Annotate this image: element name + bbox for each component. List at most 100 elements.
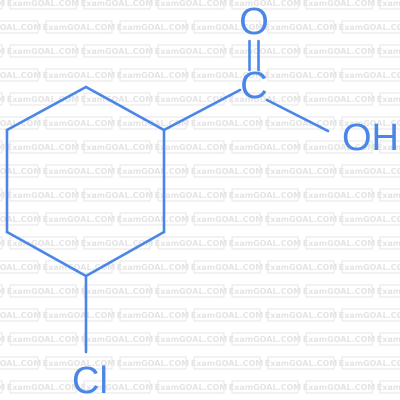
watermark-text: ExamGOAL.COM bbox=[339, 215, 400, 224]
watermark-text: ExamGOAL.COM bbox=[265, 263, 338, 272]
watermark-cell bbox=[0, 212, 39, 226]
watermark-cell bbox=[267, 260, 335, 274]
watermark-cell bbox=[379, 188, 400, 202]
watermark-cell bbox=[305, 188, 373, 202]
watermark-cell bbox=[0, 20, 39, 34]
watermark-text: ExamGOAL.COM bbox=[377, 95, 400, 104]
watermark-cell bbox=[0, 0, 3, 10]
watermark-cell bbox=[267, 212, 335, 226]
watermark-text: ExamGOAL.COM bbox=[155, 335, 228, 344]
watermark-cell bbox=[305, 380, 373, 394]
watermark-cell bbox=[0, 140, 3, 154]
ring-bond-top-left bbox=[5, 85, 88, 132]
watermark-text: ExamGOAL.COM bbox=[7, 95, 80, 104]
watermark-cell bbox=[231, 236, 299, 250]
watermark-text: ExamGOAL.COM bbox=[0, 383, 5, 392]
watermark-text: ExamGOAL.COM bbox=[155, 287, 228, 296]
watermark-text: ExamGOAL.COM bbox=[0, 143, 5, 152]
watermark-text: ExamGOAL.COM bbox=[265, 167, 338, 176]
watermark-cell bbox=[119, 20, 187, 34]
watermark-text: ExamGOAL.COM bbox=[155, 143, 228, 152]
watermark-text: ExamGOAL.COM bbox=[155, 95, 228, 104]
watermark-text: ExamGOAL.COM bbox=[303, 143, 376, 152]
hydroxyl-label: OH bbox=[342, 117, 399, 159]
ring-bond-bottom-right bbox=[84, 230, 166, 278]
ring-bond-bottom-left bbox=[5, 230, 88, 278]
watermark-text: ExamGOAL.COM bbox=[191, 263, 264, 272]
watermark-cell bbox=[0, 92, 3, 106]
watermark-cell bbox=[267, 164, 335, 178]
watermark-text: ExamGOAL.COM bbox=[0, 0, 5, 8]
watermark-cell bbox=[0, 308, 39, 322]
watermark-cell bbox=[157, 236, 225, 250]
watermark-cell bbox=[83, 332, 151, 346]
watermark-cell bbox=[305, 92, 373, 106]
watermark-text: ExamGOAL.COM bbox=[81, 239, 154, 248]
watermark-text: ExamGOAL.COM bbox=[117, 263, 190, 272]
watermark-text: ExamGOAL.COM bbox=[7, 383, 80, 392]
watermark-text: ExamGOAL.COM bbox=[303, 0, 376, 8]
watermark-text: ExamGOAL.COM bbox=[265, 23, 338, 32]
watermark-cell bbox=[231, 0, 299, 10]
watermark-text: ExamGOAL.COM bbox=[155, 47, 228, 56]
watermark-text: ExamGOAL.COM bbox=[191, 71, 264, 80]
watermark-text: ExamGOAL.COM bbox=[377, 191, 400, 200]
watermark-cell bbox=[379, 284, 400, 298]
watermark-cell bbox=[0, 332, 3, 346]
watermark-cell bbox=[379, 92, 400, 106]
watermark-cell bbox=[83, 380, 151, 394]
watermark-cell bbox=[305, 140, 373, 154]
watermark-cell bbox=[0, 260, 39, 274]
watermark-cell bbox=[193, 116, 261, 130]
watermark-text: ExamGOAL.COM bbox=[229, 239, 302, 248]
watermark-text: ExamGOAL.COM bbox=[43, 23, 116, 32]
watermark-cell bbox=[157, 332, 225, 346]
watermark-text: ExamGOAL.COM bbox=[303, 239, 376, 248]
watermark-cell bbox=[0, 380, 3, 394]
watermark-text: ExamGOAL.COM bbox=[191, 215, 264, 224]
watermark-text: ExamGOAL.COM bbox=[339, 167, 400, 176]
watermark-text: ExamGOAL.COM bbox=[0, 47, 5, 56]
oxygen-double-label: O bbox=[239, 1, 269, 43]
watermark-text: ExamGOAL.COM bbox=[117, 23, 190, 32]
ring-to-carbonyl-bond bbox=[162, 88, 242, 132]
carbonyl-carbon-label: C bbox=[240, 65, 267, 107]
watermark-text: ExamGOAL.COM bbox=[303, 95, 376, 104]
watermark-cell bbox=[157, 140, 225, 154]
watermark-text: ExamGOAL.COM bbox=[265, 311, 338, 320]
watermark-text: ExamGOAL.COM bbox=[339, 263, 400, 272]
watermark-text: ExamGOAL.COM bbox=[377, 143, 400, 152]
watermark-text: ExamGOAL.COM bbox=[7, 287, 80, 296]
watermark-cell bbox=[193, 260, 261, 274]
watermark-text: ExamGOAL.COM bbox=[117, 167, 190, 176]
watermark-text: ExamGOAL.COM bbox=[7, 143, 80, 152]
watermark-cell bbox=[231, 44, 299, 58]
watermark-cell bbox=[83, 0, 151, 10]
watermark-cell bbox=[45, 68, 113, 82]
watermark-cell bbox=[157, 188, 225, 202]
watermark-cell bbox=[231, 140, 299, 154]
watermark-text: ExamGOAL.COM bbox=[229, 383, 302, 392]
watermark-text: ExamGOAL.COM bbox=[117, 311, 190, 320]
watermark-cell bbox=[0, 164, 39, 178]
watermark-text: ExamGOAL.COM bbox=[0, 167, 41, 176]
watermark-cell bbox=[9, 188, 77, 202]
watermark-cell bbox=[231, 380, 299, 394]
watermark-text: ExamGOAL.COM bbox=[229, 335, 302, 344]
watermark-cell bbox=[157, 44, 225, 58]
watermark-cell bbox=[193, 212, 261, 226]
watermark-cell bbox=[83, 44, 151, 58]
watermark-text: ExamGOAL.COM bbox=[43, 71, 116, 80]
watermark-cell bbox=[0, 236, 3, 250]
watermark-text: ExamGOAL.COM bbox=[229, 47, 302, 56]
watermark-text: ExamGOAL.COM bbox=[0, 95, 5, 104]
watermark-cell bbox=[305, 332, 373, 346]
watermark-text: ExamGOAL.COM bbox=[81, 191, 154, 200]
watermark-text: ExamGOAL.COM bbox=[155, 383, 228, 392]
watermark-cell bbox=[157, 0, 225, 10]
watermark-text: ExamGOAL.COM bbox=[155, 0, 228, 8]
watermark-cell bbox=[157, 380, 225, 394]
watermark-cell bbox=[119, 356, 187, 370]
